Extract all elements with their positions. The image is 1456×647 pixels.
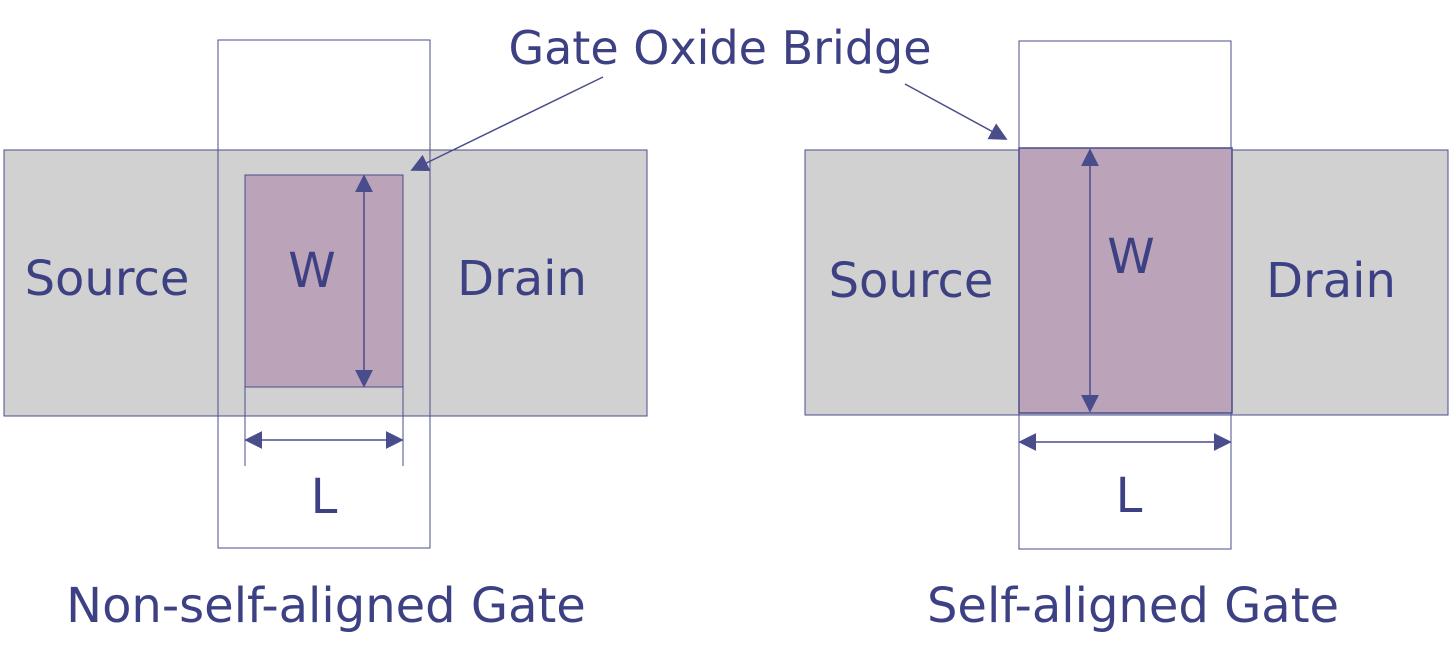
right-caption: Self-aligned Gate xyxy=(927,578,1339,634)
right-channel-region xyxy=(1018,147,1233,414)
right-source-label: Source xyxy=(829,253,994,309)
left-drain-label: Drain xyxy=(457,251,587,307)
left-transistor: Source Drain W L Non-self-aligned Gate xyxy=(3,39,648,634)
left-caption: Non-self-aligned Gate xyxy=(66,578,586,634)
right-drain-label: Drain xyxy=(1266,253,1396,309)
right-length-label: L xyxy=(1116,468,1143,524)
left-width-label: W xyxy=(288,243,335,299)
callout-arrow-left xyxy=(410,76,604,171)
right-width-label: W xyxy=(1107,229,1154,285)
right-transistor: Source Drain W L Self-aligned Gate xyxy=(804,40,1449,634)
diagram-title: Gate Oxide Bridge xyxy=(508,21,931,75)
left-gate-outline xyxy=(217,39,431,549)
left-length-label: L xyxy=(311,469,338,525)
callout-arrow-right xyxy=(904,83,1008,140)
left-channel-region xyxy=(244,174,404,388)
left-source-label: Source xyxy=(25,251,190,307)
